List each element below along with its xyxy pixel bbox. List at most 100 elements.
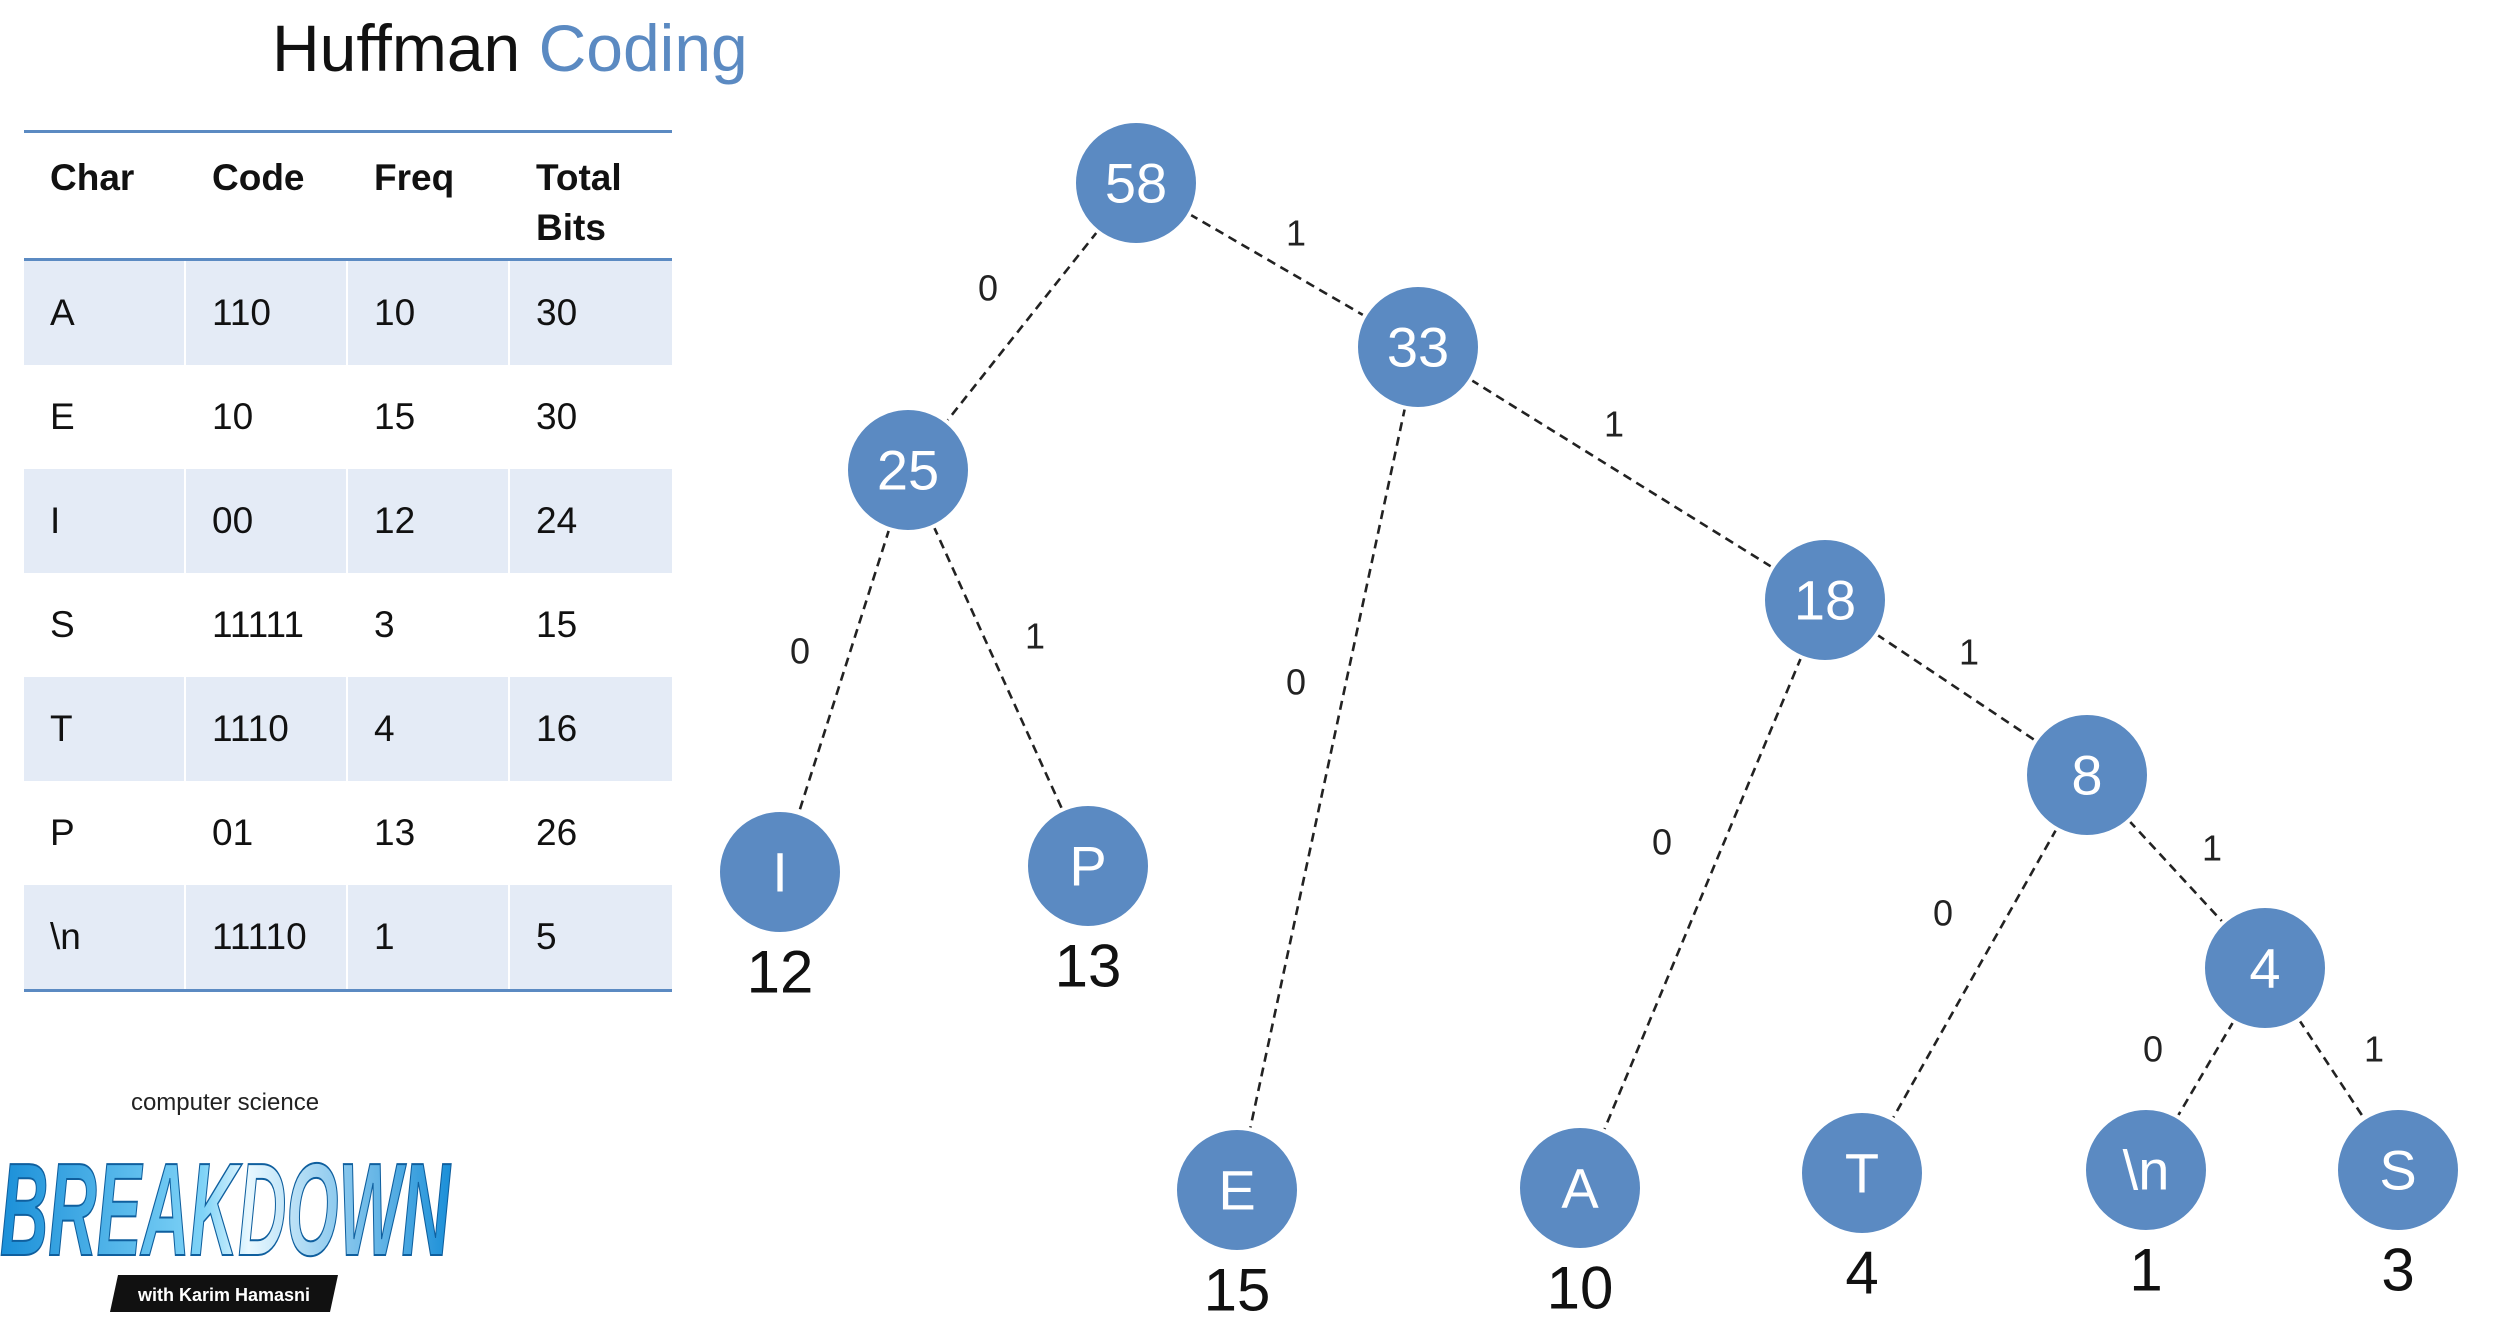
leaf-frequency: 15: [1204, 1257, 1271, 1318]
cell-code: 00: [186, 469, 348, 573]
node-label: I: [772, 841, 788, 904]
node-circle: [1173, 1126, 1301, 1254]
node-label: S: [2379, 1139, 2416, 1202]
logo-ribbon-text: with Karim Hamasni: [137, 1285, 310, 1305]
edge-bit-label: 1: [1286, 213, 1306, 254]
table-row: I 00 12 24: [24, 469, 672, 573]
tree-node-n18: 18: [1761, 536, 1889, 664]
cell-freq: 13: [374, 812, 416, 853]
edge-bit-label: 0: [1286, 662, 1306, 703]
tree-edge-n25-leafP: [932, 525, 1064, 811]
tree-edge-n4-leafNL: [2176, 1020, 2235, 1118]
cell-char: P: [50, 812, 75, 853]
table-row: S 11111 3 15: [24, 573, 672, 677]
tree-edge-n58-n25: [945, 230, 1099, 423]
breakdown-logo: computer science BREAKDOWN with Karim Ha…: [0, 1089, 452, 1312]
cell-freq: 1: [348, 885, 510, 989]
table-row: E 10 15 30: [24, 365, 672, 469]
title-accent: Coding: [538, 11, 748, 85]
leaf-frequency: 1: [2129, 1237, 2162, 1304]
node-label: P: [1069, 835, 1106, 898]
edge-bit-label: 1: [2202, 828, 2222, 869]
node-circle: [1354, 283, 1482, 411]
cell-total: 24: [536, 500, 578, 541]
node-label: A: [1561, 1157, 1599, 1220]
header-total-line1: Total: [536, 157, 622, 198]
tree-node-n33: 33: [1354, 283, 1482, 411]
edge-bit-label: 1: [2364, 1029, 2384, 1070]
cell-code: 110: [186, 261, 348, 365]
node-circle: [1516, 1124, 1644, 1252]
cell-freq: 15: [374, 396, 416, 437]
table-header-row: Char Code Freq Total Bits: [24, 133, 672, 261]
tree-node-n58: 58: [1072, 119, 1200, 247]
tree-node-leafNL: \n 1: [2082, 1106, 2210, 1304]
node-circle: [1024, 802, 1152, 930]
header-freq: Freq: [374, 157, 455, 198]
tree-edge-n8-leafT: [1891, 828, 2058, 1120]
tree-node-leafA: A 10: [1516, 1124, 1644, 1318]
leaf-frequency: 12: [747, 939, 814, 1006]
tree-node-leafT: T4: [1798, 1109, 1926, 1307]
edge-bit-label: 0: [790, 631, 810, 672]
table-row: A 110 10 30: [24, 261, 672, 365]
cell-char: T: [24, 677, 186, 781]
cell-total: 30: [536, 396, 578, 437]
leaf-frequency: 10: [1547, 1255, 1614, 1318]
cell-code: 10: [212, 396, 254, 437]
tree-node-leafS: S3: [2334, 1106, 2462, 1304]
cell-char: A: [24, 261, 186, 365]
logo-ribbon: [110, 1275, 338, 1312]
table-row: \n 11110 1 5: [24, 885, 672, 989]
cell-total: 5: [536, 916, 557, 957]
cell-code: 11111: [212, 604, 304, 645]
cell-freq: 3: [374, 604, 395, 645]
header-total-line2: Bits: [536, 207, 606, 248]
table-row: T 1110 4 16: [24, 677, 672, 781]
node-label: 33: [1387, 316, 1449, 379]
header-total-bits: Total Bits: [510, 133, 672, 258]
leaf-frequency: 13: [1055, 933, 1122, 1000]
tree-edge-n8-n4: [2128, 819, 2224, 924]
tree-edge-n25-leafI: [797, 528, 891, 814]
node-label: 4: [2249, 937, 2280, 1000]
node-label: 18: [1794, 569, 1856, 632]
tree-edge-n58-n33: [1188, 213, 1366, 317]
edge-bit-label: 1: [1025, 616, 1045, 657]
node-label: 8: [2071, 744, 2102, 807]
node-label: 58: [1105, 152, 1167, 215]
node-circle: [716, 808, 844, 936]
cell-char: E: [50, 396, 75, 437]
tree-node-n25: 25: [844, 406, 972, 534]
node-label: \n: [2123, 1139, 2170, 1202]
node-circle: [1072, 119, 1200, 247]
node-circle: [1761, 536, 1889, 664]
header-code: Code: [212, 157, 305, 198]
code-table: Char Code Freq Total Bits A 110 10 30 E …: [24, 130, 672, 992]
cell-char: S: [50, 604, 75, 645]
tree-node-leafE: E 15: [1173, 1126, 1301, 1318]
edge-bit-label: 0: [2143, 1029, 2163, 1070]
cell-freq: 12: [348, 469, 510, 573]
tree-node-n8: 8: [2023, 711, 2151, 839]
cell-total: 15: [536, 604, 578, 645]
cell-total: 30: [536, 292, 578, 333]
node-circle: [1798, 1109, 1926, 1237]
cell-code: 11110: [186, 885, 348, 989]
node-circle: [2334, 1106, 2462, 1234]
leaf-frequency: 3: [2381, 1237, 2414, 1304]
node-label: E: [1218, 1159, 1255, 1222]
edge-bit-label: 1: [1604, 404, 1624, 445]
table-row: P 01 13 26: [24, 781, 672, 885]
page-title: Huffman Coding: [272, 6, 748, 90]
cell-total: 16: [536, 708, 578, 749]
leaf-frequency: 4: [1845, 1240, 1878, 1307]
edge-bit-label: 0: [1652, 822, 1672, 863]
tree-node-n4: 4: [2201, 904, 2329, 1032]
edge-bit-label: 0: [978, 268, 998, 309]
tree-edge-n33-leafE: [1248, 407, 1407, 1130]
cell-freq: 4: [348, 677, 510, 781]
